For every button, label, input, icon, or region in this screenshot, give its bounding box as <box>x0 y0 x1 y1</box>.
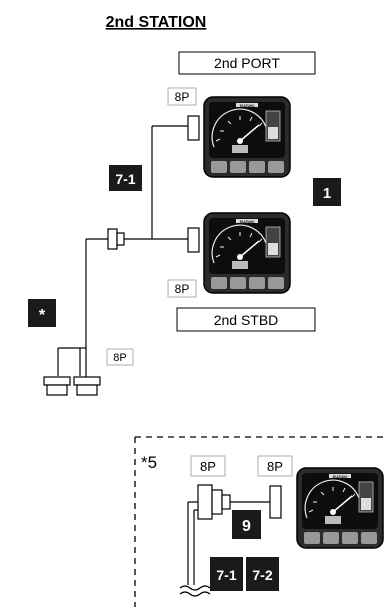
conn-label-inset-b-box <box>257 455 293 477</box>
stbd-label-box <box>176 307 316 332</box>
conn-label-top-box <box>167 87 197 106</box>
conn-label-mid: 8P <box>175 282 190 296</box>
conn-label-inset-b: 8P <box>267 459 283 474</box>
harness-inset <box>179 484 282 597</box>
callout-7-2: 7-2 <box>252 567 272 583</box>
inset-label: *5 <box>141 453 157 472</box>
conn-label-top: 8P <box>175 90 190 104</box>
port-label: 2nd PORT <box>214 55 280 71</box>
gauge-inset: SUZUKI <box>296 467 384 549</box>
inset-border <box>134 436 385 607</box>
callout-7-1: 7-1 <box>115 171 135 187</box>
conn-label-bottom: 8P <box>113 352 126 364</box>
conn-label-inset-a: 8P <box>200 459 216 474</box>
harness-main <box>43 115 200 396</box>
callout-star-box <box>28 299 56 327</box>
gauge-top: SUZUKI <box>203 96 291 178</box>
gauge-top-brand: SUZUKI <box>240 103 255 108</box>
conn-label-bottom-box <box>106 348 134 366</box>
port-label-box <box>178 51 316 75</box>
callout-7-1b: 7-1 <box>216 567 236 583</box>
callout-9-box <box>232 510 261 539</box>
callout-9: 9 <box>242 518 251 535</box>
callout-7-1-box <box>109 165 142 191</box>
stbd-label: 2nd STBD <box>214 312 279 328</box>
gauge-bottom-brand: SUZUKI <box>240 219 255 224</box>
conn-label-mid-box <box>167 279 197 298</box>
gauge-bottom: SUZUKI <box>203 212 291 294</box>
callout-star: * <box>39 307 46 324</box>
callout-7-1b-box <box>210 557 243 591</box>
callout-1: 1 <box>323 185 331 202</box>
gauge-inset-brand: SUZUKI <box>333 474 348 479</box>
callout-1-box <box>313 178 341 206</box>
conn-label-inset-a-box <box>190 455 226 477</box>
heading: 2nd STATION <box>106 14 207 31</box>
callout-7-2-box <box>246 557 279 591</box>
